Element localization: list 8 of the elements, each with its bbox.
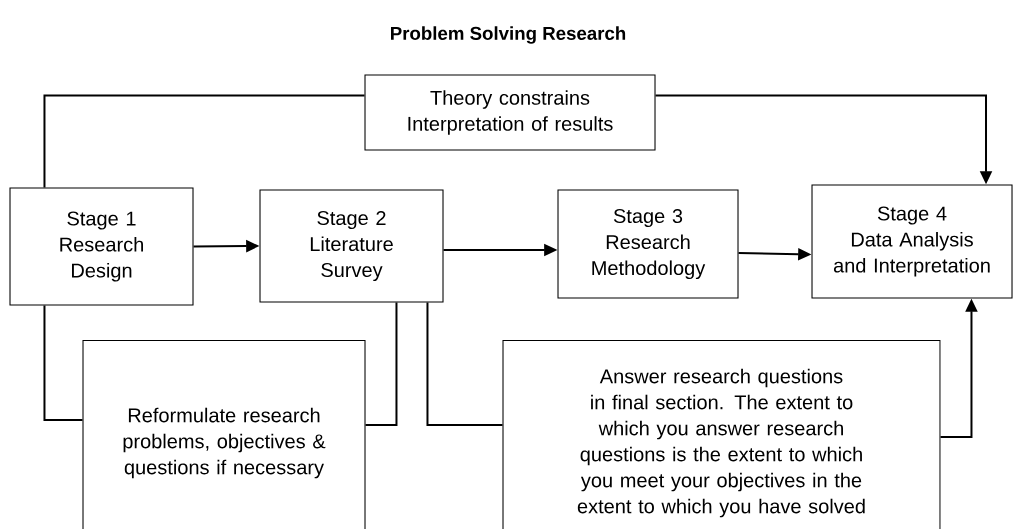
- stage-box: Stage 3 Research Methodology: [557, 189, 739, 299]
- title: Problem Solving Research: [391, 26, 626, 44]
- note-box: Theory constrains Interpretation of results: [364, 74, 656, 151]
- stage-box: Stage 1 Research Design: [9, 187, 194, 306]
- note-box: Reformulate research problems, objectives & questions if necessary: [82, 340, 366, 529]
- stage-box: Stage 4 Data Analysis and Interpretation: [811, 184, 1013, 299]
- note-box: Answer research questions in final section. The extent to which you answer research questions is the extent to which you meet your objectives in the extent to which you have solved: [502, 340, 941, 529]
- stage-box: Stage 2 Literature Survey: [259, 189, 444, 303]
